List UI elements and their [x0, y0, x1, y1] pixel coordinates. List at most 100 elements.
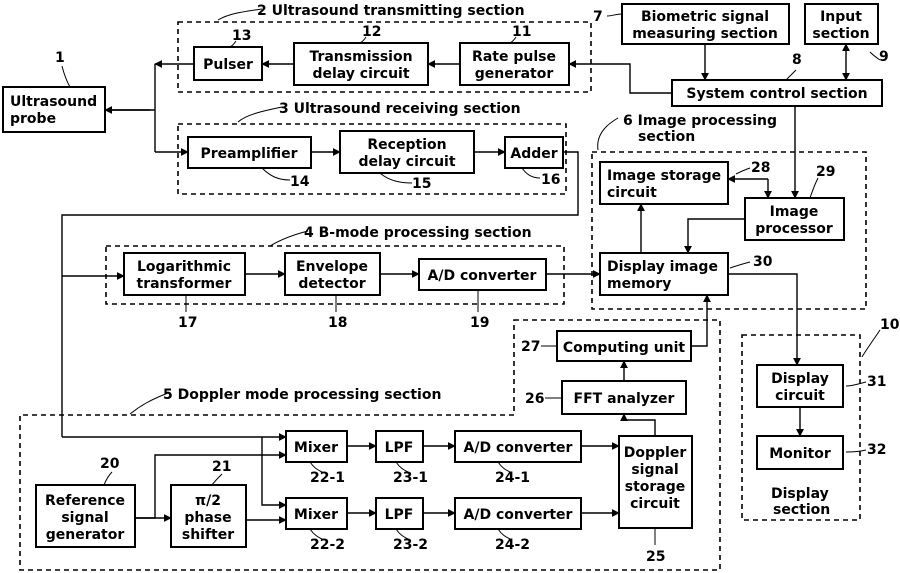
ref-17: 17 [178, 315, 197, 331]
ref-27: 27 [521, 339, 540, 355]
svg-text:LPF: LPF [385, 440, 414, 456]
svg-text:Input: Input [820, 9, 862, 25]
svg-text:FFT analyzer: FFT analyzer [574, 391, 675, 407]
svg-text:Monitor: Monitor [769, 446, 831, 462]
svg-text:A/D converter: A/D converter [464, 440, 573, 456]
ref-31: 31 [867, 374, 886, 390]
leader-rx [238, 107, 282, 122]
svg-text:generator: generator [46, 527, 125, 543]
memory-to-display [728, 274, 797, 365]
svg-text:Reference: Reference [45, 493, 125, 509]
svg-text:Envelope: Envelope [296, 259, 368, 275]
ref-29: 29 [816, 164, 835, 180]
svg-text:measuring section: measuring section [632, 26, 778, 42]
svg-text:Pulser: Pulser [203, 57, 253, 73]
envelope-detector-block: Envelope detector [285, 253, 380, 295]
to-mixer-2 [262, 437, 286, 505]
display-section-title-line2: section [773, 502, 830, 518]
svg-text:Preamplifier: Preamplifier [200, 146, 297, 162]
ref-13: 13 [232, 28, 251, 44]
leader-image [598, 118, 618, 150]
biometric-block: Biometric signal measuring section [622, 4, 789, 44]
svg-text:A/D converter: A/D converter [464, 507, 573, 523]
phase-shifter-block: π/2 phase shifter [171, 485, 246, 547]
svg-text:Mixer: Mixer [294, 507, 338, 523]
ref-24-1: 24-1 [495, 470, 530, 486]
ref-28: 28 [751, 160, 770, 176]
ref-23-2: 23-2 [393, 537, 428, 553]
logarithmic-transformer-block: Logarithmic transformer [124, 253, 245, 295]
mixer-1-block: Mixer [286, 431, 347, 462]
doppler-storage-block: Doppler signal storage circuit [619, 436, 692, 528]
svg-text:phase: phase [184, 510, 231, 526]
svg-text:signal: signal [61, 510, 108, 526]
ref-9: 9 [879, 49, 889, 65]
ref-19: 19 [470, 315, 489, 331]
receiving-section-title: 3 Ultrasound receiving section [279, 101, 521, 117]
preamplifier-block: Preamplifier [188, 137, 311, 168]
ref-21: 21 [212, 459, 231, 475]
svg-text:Display image: Display image [607, 259, 718, 275]
svg-text:Adder: Adder [510, 146, 557, 162]
ref-20: 20 [100, 456, 120, 472]
svg-text:circuit: circuit [775, 388, 825, 404]
svg-text:memory: memory [607, 276, 671, 292]
mixer-2-block: Mixer [286, 498, 347, 529]
svg-text:circuit: circuit [607, 185, 657, 201]
display-section-title-line1: Display [771, 486, 829, 502]
leader-tx [218, 9, 262, 20]
svg-text:circuit: circuit [630, 496, 680, 512]
rate-pulse-generator-block: Rate pulse generator [460, 43, 569, 85]
svg-text:Reception: Reception [367, 137, 446, 153]
svg-text:delay circuit: delay circuit [358, 154, 455, 170]
transmitting-section-title: 2 Ultrasound transmitting section [257, 3, 525, 19]
svg-text:LPF: LPF [385, 507, 414, 523]
ref-8: 8 [792, 52, 802, 68]
svg-text:System control section: System control section [686, 86, 867, 102]
svg-text:generator: generator [475, 66, 554, 82]
svg-text:probe: probe [10, 111, 56, 127]
reception-delay-block: Reception delay circuit [340, 131, 474, 173]
reference-generator-block: Reference signal generator [36, 485, 135, 547]
adder-block: Adder [505, 137, 563, 168]
ultrasound-probe-block: Ultrasound probe [3, 87, 105, 132]
ref-25: 25 [646, 549, 665, 565]
ref-22-1: 22-1 [310, 470, 345, 486]
svg-text:Ultrasound: Ultrasound [10, 94, 97, 110]
svg-text:Mixer: Mixer [294, 440, 338, 456]
image-storage-block: Image storage circuit [600, 162, 728, 204]
svg-text:Biometric signal: Biometric signal [641, 9, 769, 25]
ref-1: 1 [55, 50, 65, 66]
svg-text:A/D converter: A/D converter [428, 268, 537, 284]
svg-text:signal: signal [631, 462, 678, 478]
ref-23-1: 23-1 [393, 470, 428, 486]
system-control-block: System control section [672, 80, 882, 106]
svg-text:Display: Display [771, 371, 829, 387]
ref-30: 30 [753, 254, 773, 270]
ref-10: 10 [880, 317, 900, 333]
svg-text:Image storage: Image storage [607, 168, 721, 184]
ref-32: 32 [867, 442, 886, 458]
bmode-section-title: 4 B-mode processing section [304, 225, 532, 241]
ref-16: 16 [541, 172, 560, 188]
pulser-block: Pulser [194, 47, 262, 80]
doppler-section-title: 5 Doppler mode processing section [163, 387, 441, 403]
processor-to-memory [688, 219, 745, 253]
ref-18: 18 [328, 315, 347, 331]
transmission-delay-block: Transmission delay circuit [294, 43, 428, 85]
svg-text:processor: processor [755, 221, 833, 237]
ref-26: 26 [525, 391, 544, 407]
svg-text:Rate pulse: Rate pulse [472, 49, 556, 65]
bmode-ad-converter-block: A/D converter [419, 259, 546, 290]
ad-converter-2-block: A/D converter [455, 498, 581, 529]
svg-text:Transmission: Transmission [309, 49, 412, 65]
image-section-title-line2: section [638, 129, 695, 145]
ref-24-2: 24-2 [495, 537, 530, 553]
input-section-block: Input section [805, 4, 878, 44]
svg-text:detector: detector [298, 276, 365, 292]
image-processor-block: Image processor [745, 198, 844, 240]
display-memory-block: Display image memory [600, 253, 728, 295]
ad-converter-1-block: A/D converter [455, 431, 581, 462]
control-to-rate [569, 64, 672, 93]
